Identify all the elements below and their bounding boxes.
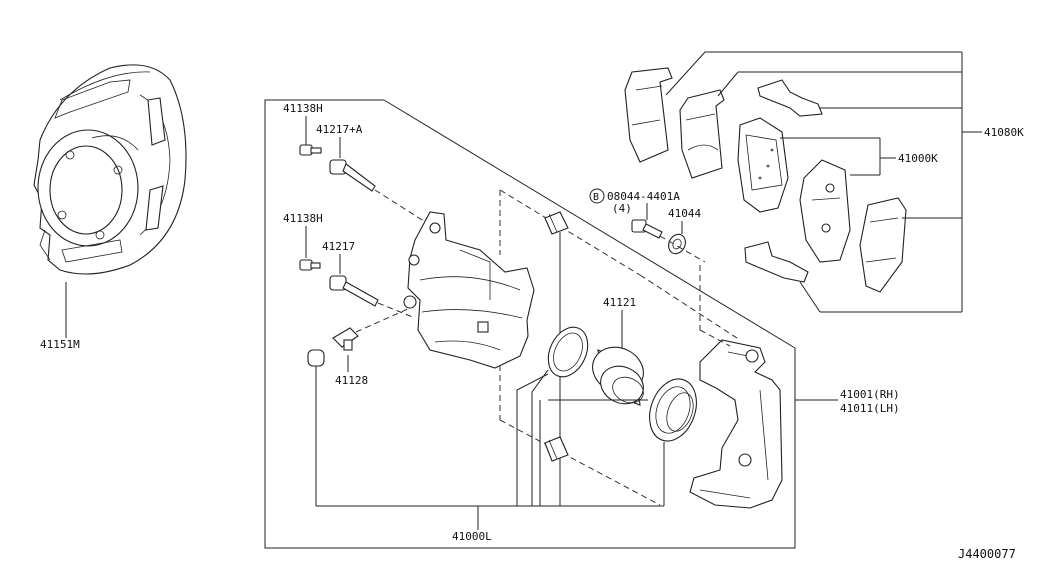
label-pin-a: 41217+A [316,123,363,136]
label-pin: 41217 [322,240,355,253]
pin-boot-top-drawing [544,211,569,235]
label-caliper-lh: 41011(LH) [840,402,900,415]
bolt-h-top-drawing [299,144,322,156]
pin-boot-bottom-drawing [544,436,569,462]
piston-seal-drawing [547,326,589,378]
caliper-bracket-drawing [689,339,783,509]
brake-pad-outer-drawing [737,117,789,213]
label-seal-kit: 41000L [452,530,492,543]
washer-drawing [668,233,686,255]
label-bleeder: 41128 [335,374,368,387]
shim-outer-left-drawing [624,67,673,163]
label-bolt-b-qty: (4) [612,202,632,215]
label-washer: 41044 [668,207,701,220]
pin-a-drawing [329,159,376,192]
pin-drawing [329,275,379,307]
label-kit-hardware: 41080K [984,126,1024,139]
bolt-h-mid-drawing [299,259,321,271]
pad-clip-top-drawing [757,79,823,117]
dust-shield-drawing [33,64,187,275]
label-caliper-rh: 41001(RH) [840,388,900,401]
brake-pad-inner-drawing [799,159,851,263]
label-bolt-h-top: 41138H [283,102,323,115]
shim-outer-right-drawing [859,197,907,293]
caliper-body-drawing [403,211,535,369]
label-bolt-b-prefix: B [593,192,599,203]
bleeder-cap-drawing [307,349,325,367]
label-bolt-b: 08044-4401A [607,190,680,203]
assembly-frame [264,99,796,549]
bleeder-drawing [332,327,359,351]
bolt-b-drawing [631,219,663,239]
label-pad-kit: 41000K [898,152,938,165]
piston-boot-drawing [649,378,697,442]
label-piston: 41121 [603,296,636,309]
diagram-code: J4400077 [958,547,1016,561]
pad-clip-bottom-drawing [744,241,809,283]
piston-drawing [592,346,644,406]
bolt-b-circle-icon [589,188,605,204]
shim-inner-left-drawing [679,89,725,179]
label-dust-shield: 41151M [40,338,80,351]
label-bolt-h-mid: 41138H [283,212,323,225]
